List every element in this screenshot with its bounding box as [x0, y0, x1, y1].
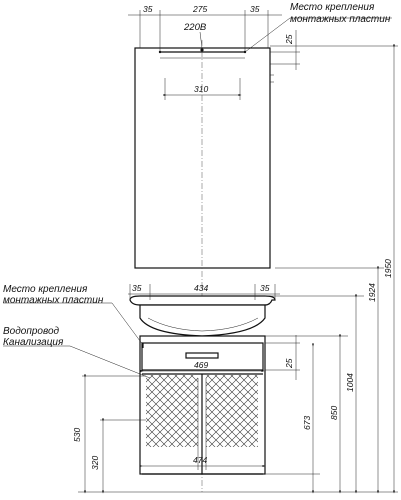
dim-h-530: 530 — [72, 428, 82, 442]
dim-mirror-offset: 25 — [284, 34, 294, 45]
dim-mirror-inner: 310 — [194, 84, 208, 94]
dim-h-850: 850 — [329, 406, 339, 420]
dim-cab-mid: 434 — [194, 283, 208, 293]
dim-top-left: 35 — [143, 4, 153, 14]
dim-cab-right: 35 — [260, 283, 270, 293]
dim-top-right: 35 — [250, 4, 260, 14]
dim-front-width: 474 — [193, 455, 207, 465]
right-height-dims: 673 850 1004 1924 1950 — [265, 44, 398, 494]
power-label: 220В — [183, 22, 207, 33]
left-height-dims: 530 320 — [72, 374, 146, 494]
dim-h-1950: 1950 — [383, 259, 393, 278]
mount-mid-label-1: Место крепления — [3, 284, 88, 295]
cabinet-top-dims: 35 434 35 — [128, 283, 280, 300]
dim-h-320: 320 — [90, 456, 100, 470]
dim-cab-left: 35 — [132, 283, 142, 293]
mount-top-label-2: монтажных пластин — [290, 14, 391, 25]
mount-mid-label-2: монтажных пластин — [3, 295, 104, 306]
top-dims: 35 275 35 25 — [128, 4, 392, 70]
mirror: 310 220В — [134, 22, 274, 269]
dim-drawer-width: 469 — [194, 360, 208, 370]
dim-drawer-offset: 25 — [284, 358, 294, 369]
dim-top-mid: 275 — [192, 4, 207, 14]
dim-h-1004: 1004 — [345, 373, 355, 392]
dim-h-673: 673 — [302, 416, 312, 430]
plumbing-label-2: Канализация — [3, 337, 64, 348]
plumbing-label-1: Водопровод — [3, 326, 60, 337]
dim-h-1924: 1924 — [367, 283, 377, 302]
drawer-offset-dim: 25 — [265, 335, 300, 380]
mount-top-label-1: Место крепления — [290, 2, 375, 13]
power-point-icon — [200, 48, 204, 52]
